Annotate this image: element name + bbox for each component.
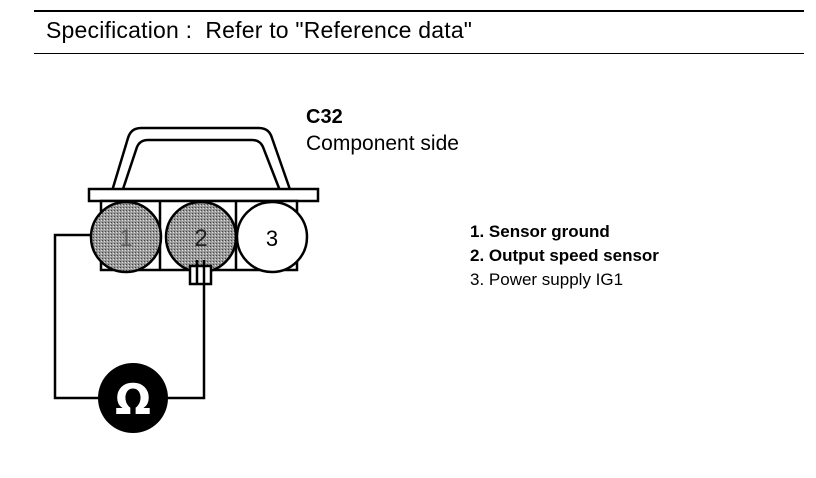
bottom-rule [34, 53, 804, 54]
connector-id: C32 [306, 106, 343, 128]
probe-clip [188, 260, 213, 286]
pin-1 [89, 200, 163, 274]
top-rule [34, 10, 804, 12]
connector-side-label: Component side [306, 132, 459, 155]
ohmmeter-icon: Ω [98, 363, 168, 433]
pin-legend-item: 2. Output speed sensor [470, 246, 659, 265]
pin-legend-item: 1. Sensor ground [470, 222, 610, 241]
specification-text: Specification : Refer to "Reference data… [46, 17, 473, 43]
pin-2-number: 2 [194, 225, 207, 252]
pin-3 [235, 200, 309, 274]
pin-legend: 1. Sensor ground 2. Output speed sensor … [470, 220, 659, 292]
pin-1-number: 1 [119, 225, 132, 252]
pin-legend-item: 3. Power supply IG1 [470, 270, 624, 289]
test-leads [53, 233, 206, 400]
ohm-symbol: Ω [115, 375, 151, 424]
pin-3-number: 3 [266, 226, 278, 251]
